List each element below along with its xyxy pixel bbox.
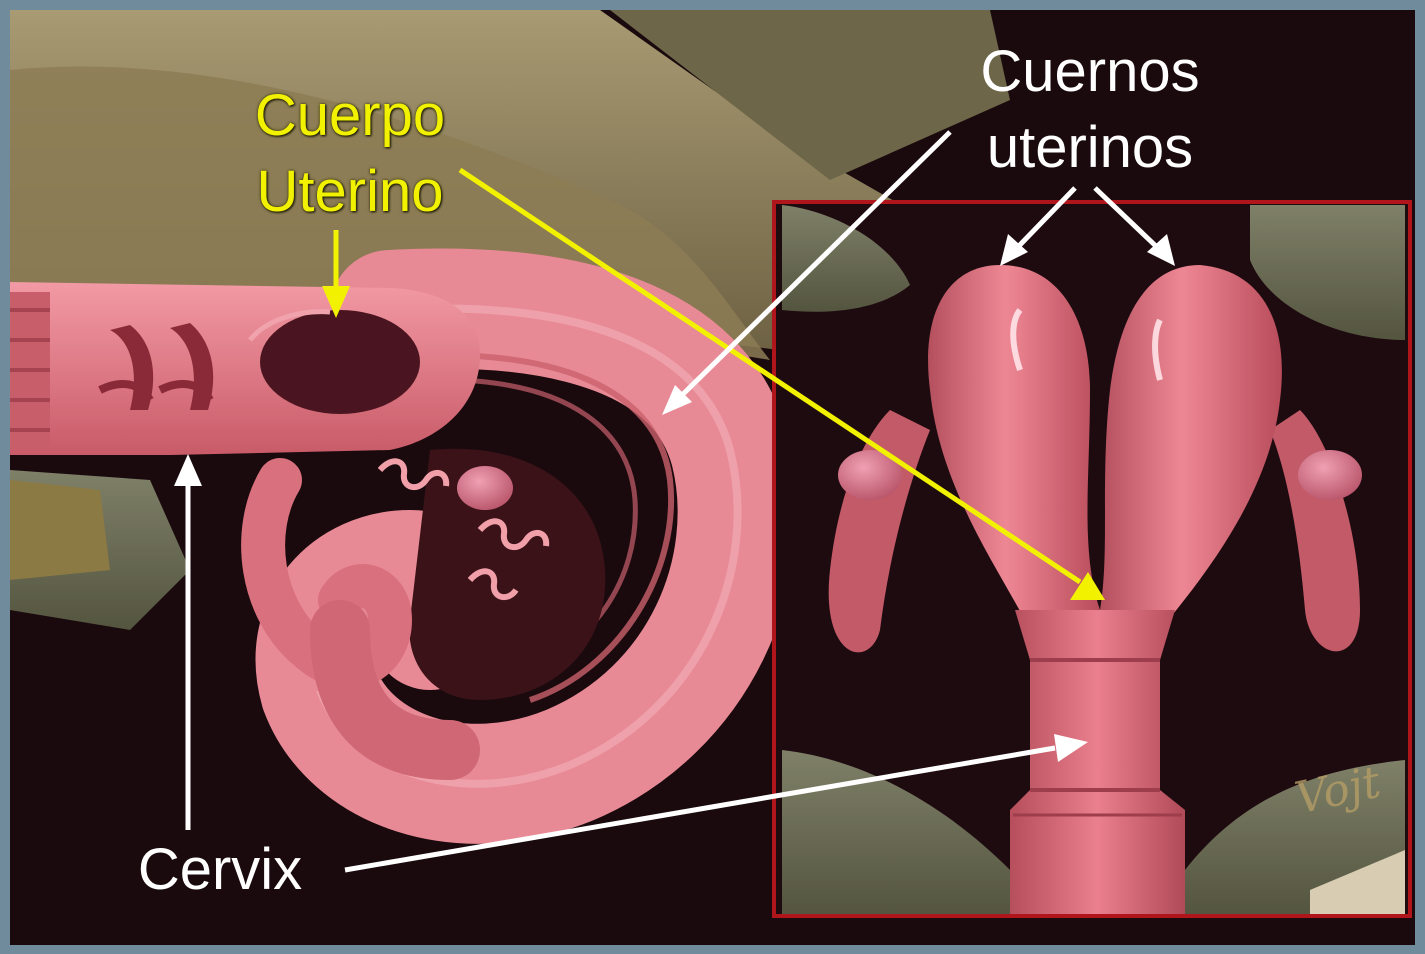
anatomy-illustration: Cuerpo Uterino Cuernos uterinos Cervix V… (10, 10, 1415, 945)
cervix-arrow-up (174, 454, 202, 830)
label-cuernos-line1: Cuernos (940, 34, 1240, 110)
label-cuerpo-line2: Uterino (210, 154, 490, 230)
label-cuerpo-uterino: Cuerpo Uterino (210, 78, 490, 230)
label-cervix: Cervix (100, 832, 340, 908)
label-cuernos-line2: uterinos (940, 110, 1240, 186)
label-cuernos-uterinos: Cuernos uterinos (940, 34, 1240, 186)
label-cuerpo-line1: Cuerpo (210, 78, 490, 154)
